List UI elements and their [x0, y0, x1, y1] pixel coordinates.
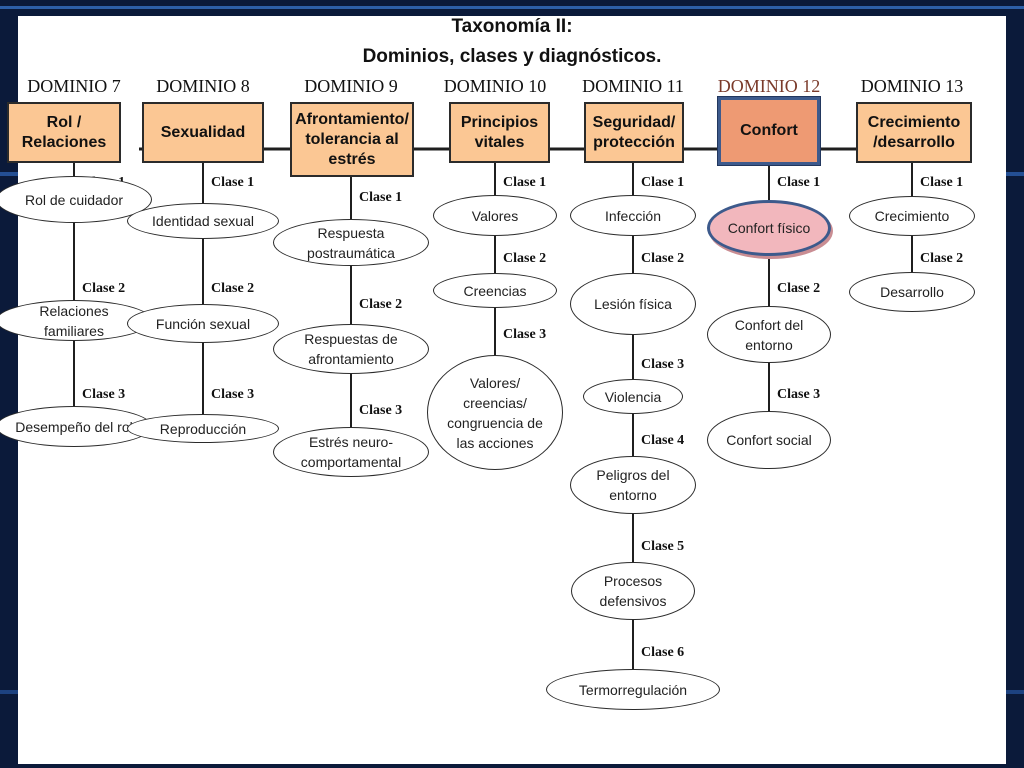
class-label: Clase 3 — [503, 327, 547, 342]
class-ellipse: Confort social — [707, 411, 831, 469]
class-ellipse: Función sexual — [127, 304, 279, 343]
class-ellipse: Reproducción — [127, 414, 279, 443]
class-label: Clase 1 — [503, 175, 547, 190]
domain-box: Principios vitales — [449, 102, 550, 163]
class-ellipse: Valores — [433, 195, 557, 236]
class-label: Clase 2 — [503, 251, 547, 266]
class-label: Clase 3 — [82, 387, 126, 402]
domain-label: DOMINIO 10 — [443, 76, 547, 96]
domain-label: DOMINIO 8 — [156, 76, 250, 96]
class-label: Clase 3 — [359, 403, 403, 418]
class-label: Clase 2 — [777, 281, 821, 296]
class-label: Clase 6 — [641, 645, 685, 660]
domain-label: DOMINIO 11 — [582, 76, 684, 96]
domain-label: DOMINIO 12 — [717, 76, 821, 96]
class-label: Clase 4 — [641, 433, 685, 448]
class-ellipse: Confort del entorno — [707, 306, 831, 363]
domain-label: DOMINIO 9 — [304, 76, 398, 96]
class-ellipse: Estrés neuro-comportamental — [273, 427, 429, 477]
class-ellipse: Valores/ creencias/ congruencia de las a… — [427, 355, 563, 470]
class-label: Clase 2 — [920, 251, 964, 266]
class-label: Clase 3 — [641, 357, 685, 372]
class-label: Clase 1 — [359, 190, 403, 205]
class-ellipse: Peligros del entorno — [570, 456, 696, 514]
class-label: Clase 1 — [641, 175, 685, 190]
slide-subtitle: Dominios, clases y diagnósticos. — [362, 46, 662, 67]
domain-box: Rol / Relaciones — [7, 102, 121, 163]
domain-box: Crecimiento /desarrollo — [856, 102, 972, 163]
class-label: Clase 2 — [82, 281, 126, 296]
class-label: Clase 2 — [641, 251, 685, 266]
class-ellipse: Crecimiento — [849, 196, 975, 236]
class-ellipse: Identidad sexual — [127, 203, 279, 239]
class-ellipse: Violencia — [583, 379, 683, 414]
class-ellipse: Respuestas de afrontamiento — [273, 324, 429, 374]
slide: Taxonomía II: Dominios, clases y diagnós… — [0, 16, 1006, 764]
domain-label: DOMINIO 7 — [27, 76, 121, 96]
class-ellipse: Procesos defensivos — [571, 562, 695, 620]
domain-label: DOMINIO 13 — [860, 76, 964, 96]
domain-box: Confort — [718, 97, 820, 165]
class-ellipse: Termorregulación — [546, 669, 720, 710]
class-label: Clase 3 — [211, 387, 255, 402]
class-label: Clase 2 — [359, 297, 403, 312]
class-label: Clase 5 — [641, 539, 685, 554]
class-ellipse: Infección — [570, 195, 696, 236]
class-ellipse: Desempeño del rol — [0, 406, 152, 447]
domain-box: Seguridad/ protección — [584, 102, 684, 163]
class-ellipse: Desarrollo — [849, 272, 975, 312]
class-ellipse: Rol de cuidador — [0, 176, 152, 223]
domain-box: Sexualidad — [142, 102, 264, 163]
background-band-top — [0, 6, 1024, 9]
class-label: Clase 1 — [211, 175, 255, 190]
class-ellipse: Lesión física — [570, 273, 696, 335]
class-ellipse: Respuesta postraumática — [273, 219, 429, 266]
class-label: Clase 3 — [777, 387, 821, 402]
class-label: Clase 1 — [777, 175, 821, 190]
class-label: Clase 1 — [920, 175, 964, 190]
class-label: Clase 2 — [211, 281, 255, 296]
domain-box: Afrontamiento/ tolerancia al estrés — [290, 102, 414, 177]
class-ellipse: Creencias — [433, 273, 557, 308]
slide-title: Taxonomía II: — [451, 16, 573, 37]
class-ellipse: Confort físico — [707, 200, 831, 256]
